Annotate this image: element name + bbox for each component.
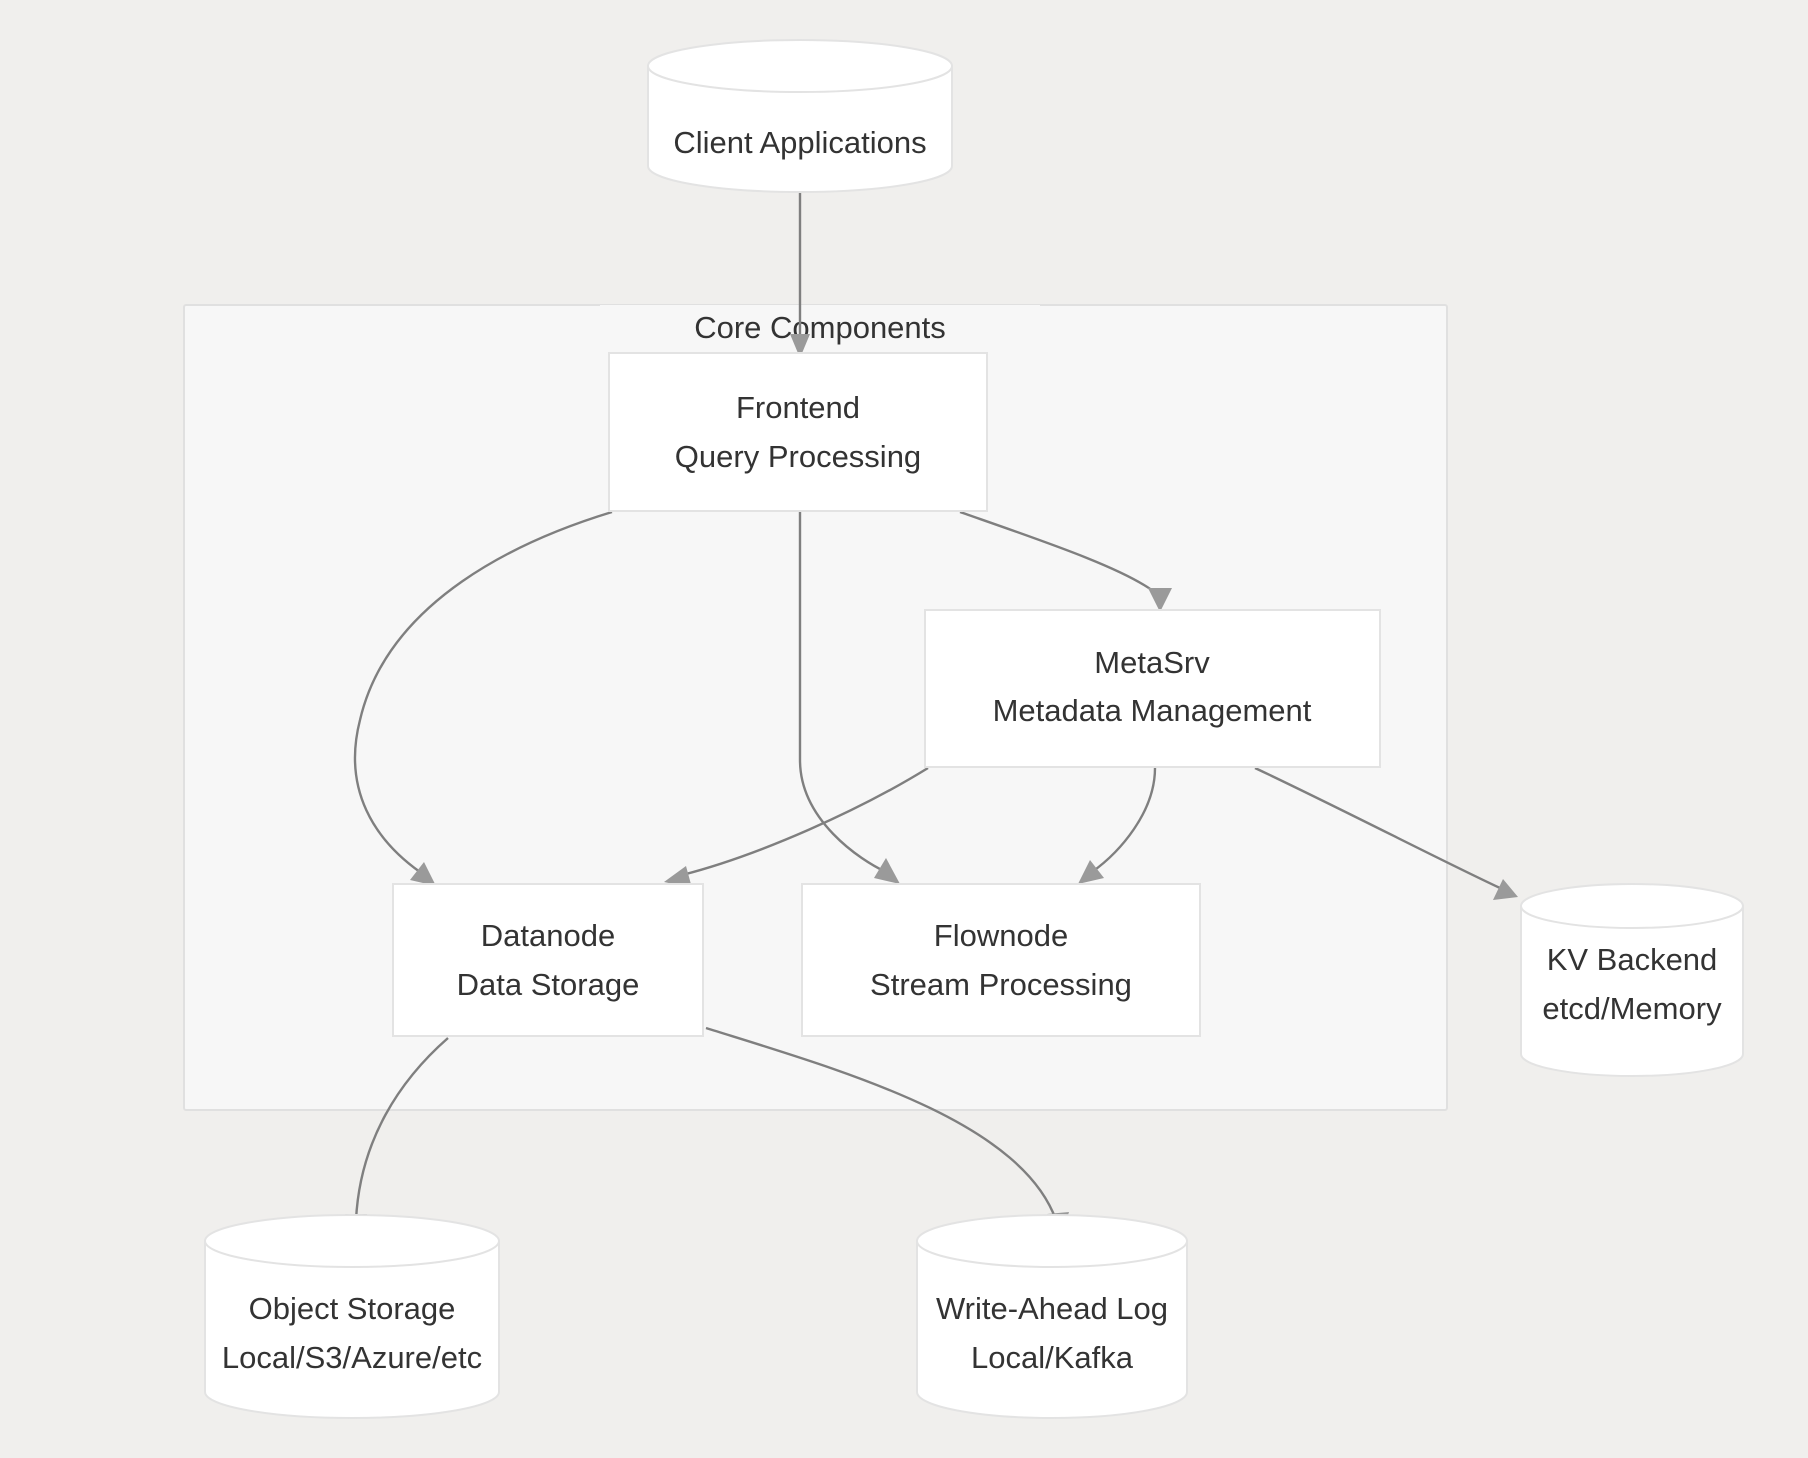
node-object-storage[interactable]: Object Storage Local/S3/Azure/etc [204,1214,500,1419]
edge-path [798,512,887,874]
edge-frontend-to-datanode [353,510,613,886]
node-metasrv-label-line-0: MetaSrv [1094,645,1210,680]
edge-metasrv-to-flownode [1078,767,1157,884]
edge-path [353,510,613,873]
node-write-ahead-log-label-line-1: Local/Kafka [971,1340,1134,1375]
edge-path [1254,766,1501,890]
node-client-applications-label-line-0: Client Applications [673,125,926,160]
cylinder-body [916,1240,1188,1419]
arrow-head-icon [874,858,900,884]
edge-path [1091,767,1157,873]
node-frontend-label-line-0: Frontend [736,390,860,425]
cluster-label-backdrop [600,305,1040,349]
node-frontend[interactable]: Frontend Query Processing [608,352,988,512]
node-datanode[interactable]: Datanode Data Storage [392,883,704,1037]
edge-path [354,1037,449,1221]
cylinder-body [204,1240,500,1419]
node-kv-backend-label-line-0: KV Backend [1547,942,1718,977]
edge-path [705,1026,1058,1221]
edge-path [681,766,929,877]
node-write-ahead-log-label-line-0: Write-Ahead Log [936,1291,1168,1326]
edge-metasrv-to-kvbackend [1254,766,1518,900]
arrow-head-icon [1148,588,1172,612]
node-object-storage-label-line-1: Local/S3/Azure/etc [222,1340,482,1375]
node-datanode-box [392,883,704,1037]
arrow-head-icon [664,866,692,888]
node-kv-backend[interactable]: KV Backend etcd/Memory [1520,883,1744,1077]
node-kv-backend-label-line-1: etcd/Memory [1542,991,1722,1026]
arrow-head-icon [410,862,436,886]
node-client-applications[interactable]: Client Applications [647,39,953,193]
edge-path [959,510,1159,596]
node-metasrv-box [924,609,1381,768]
node-datanode-label-line-0: Datanode [481,918,615,953]
arrow-head-icon [790,334,810,358]
edge-metasrv-to-datanode [664,766,929,888]
cylinder-body [1520,905,1744,1077]
edge-client-to-frontend [790,192,810,358]
cylinder-body [647,65,953,193]
node-metasrv-label-line-1: Metadata Management [993,693,1312,728]
arrow-head-icon [1078,860,1104,884]
cylinder-top [204,1214,500,1268]
node-flownode-label-line-0: Flownode [934,918,1068,953]
arrow-head-icon [1493,879,1518,900]
node-metasrv[interactable]: MetaSrv Metadata Management [924,609,1381,768]
cluster-core-components-label: Core Components [694,310,946,345]
cylinder-top [916,1214,1188,1268]
node-frontend-label-line-1: Query Processing [675,439,921,474]
node-flownode-label-line-1: Stream Processing [870,967,1132,1002]
cylinder-top [647,39,953,93]
node-flownode[interactable]: Flownode Stream Processing [801,883,1201,1037]
node-frontend-box [608,352,988,512]
node-datanode-label-line-1: Data Storage [457,967,640,1002]
edge-frontend-to-flownode [798,512,900,884]
edge-frontend-to-metasrv [959,510,1172,612]
node-write-ahead-log[interactable]: Write-Ahead Log Local/Kafka [916,1214,1188,1419]
node-flownode-box [801,883,1201,1037]
node-object-storage-label-line-0: Object Storage [249,1291,456,1326]
cylinder-top [1520,883,1744,929]
